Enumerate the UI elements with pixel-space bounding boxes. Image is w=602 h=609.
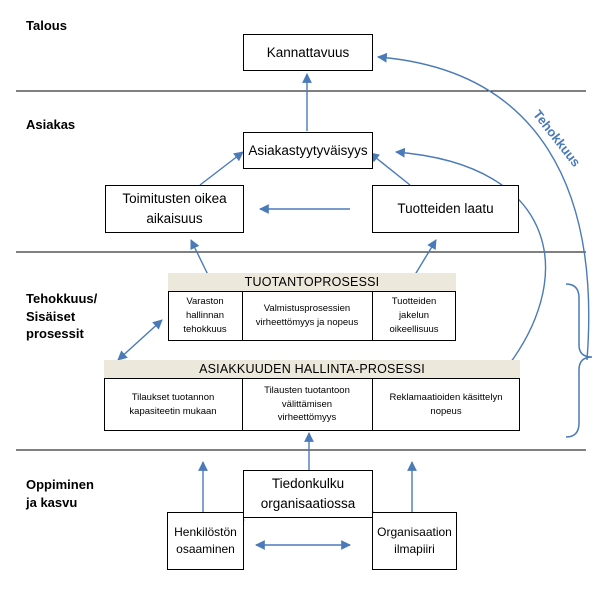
henkiloston-box: Henkilöstön osaaminen: [167, 512, 244, 570]
cell-line: Tuotteiden: [391, 296, 437, 308]
asiakkuus-divider: [242, 378, 243, 431]
arrow-toimitusten-asiakastyytyvaisyys: [199, 151, 244, 186]
cell-line: Tilausten tuotantoon: [264, 384, 350, 396]
tuotantoprosessi-frame: [168, 291, 456, 341]
perspective-asiakas: Asiakas: [26, 117, 76, 132]
organisaation-line: ilmapiiri: [394, 542, 435, 556]
cell-line: hallinnan: [185, 310, 225, 322]
reklamaatio-cell: Reklamaatioiden käsittelyn nopeus: [372, 378, 520, 431]
tuotanto-divider: [242, 291, 243, 341]
toimitusten-line: Toimitusten oikea: [122, 191, 227, 207]
organisaation-box: Organisaation ilmapiiri: [372, 512, 457, 570]
tilaukset-cell: Tilaukset tuotannon kapasiteetin mukaan: [104, 378, 242, 431]
jakelu-cell: Tuotteiden jakelun oikeellisuus: [372, 291, 456, 341]
curve-arrow-kannattavuus: [377, 52, 590, 361]
cell-line: välittämisen: [281, 398, 333, 410]
asiakkuuden-title: ASIAKKUUDEN HALLINTA-PROSESSI: [104, 360, 520, 378]
kannattavuus-box: Kannattavuus: [243, 34, 373, 71]
cell-line: Reklamaatioiden käsittelyn: [389, 391, 503, 403]
tilausten-cell: Tilausten tuotantoon välittämisen virhee…: [242, 378, 372, 431]
cell-line: jakelun: [398, 310, 430, 322]
asiakastyytyvaisyys-box: Asiakastyytyväisyys: [243, 132, 373, 169]
varaston-cell: Varaston hallinnan tehokkuus: [168, 291, 242, 341]
curve-arrow-asiakastyytyvaisyys: [395, 147, 547, 377]
cell-line: virheettömyys: [277, 412, 337, 424]
perspective-oppiminen-line: Oppiminen: [26, 477, 94, 492]
cell-line: virheettömyys ja nopeus: [255, 317, 359, 328]
arrow-laatu-asiakastyytyvaisyys: [369, 152, 411, 186]
cell-line: Tilaukset tuotannon: [131, 391, 215, 403]
arrow-prosessit-double: [117, 319, 163, 361]
toimitusten-line: aikaisuus: [146, 211, 203, 226]
tiedonkulku-line: Tiedonkulku: [271, 476, 345, 492]
cell-line: tehokkuus: [183, 323, 227, 335]
perspective-talous: Talous: [26, 18, 67, 33]
perspective-oppiminen-line: ja kasvu: [26, 494, 78, 510]
organisaation-line: Organisaation: [377, 524, 452, 539]
perspective-prosessit-line: prosessit: [26, 326, 84, 342]
cell-line: nopeus: [430, 405, 462, 417]
valmistus-cell: Valmistusprosessien virheettömyys ja nop…: [242, 291, 372, 341]
cell-line: oikeellisuus: [389, 323, 439, 335]
asiakkuus-divider: [372, 378, 373, 431]
prosessit-brace: [565, 283, 593, 438]
cell-line: Varaston: [186, 296, 224, 308]
tiedonkulku-box: Tiedonkulku organisaatiossa: [243, 470, 373, 518]
perspective-oppiminen: Oppiminen ja kasvu: [26, 476, 94, 511]
henkiloston-line: osaaminen: [176, 542, 235, 556]
asiakkuuden-frame: [104, 378, 520, 431]
tiedonkulku-line: organisaatiossa: [260, 496, 356, 511]
perspective-prosessit-line: Tehokkuus/: [26, 291, 98, 306]
perspective-prosessit-line: Sisäiset: [26, 308, 76, 324]
cell-line: kapasiteetin mukaan: [129, 405, 217, 417]
tuotanto-divider: [372, 291, 373, 341]
tuotantoprosessi-title: TUOTANTOPROSESSI: [168, 273, 456, 291]
tuotteiden-laatu-box: Tuotteiden laatu: [372, 185, 519, 233]
toimitusten-box: Toimitusten oikea aikaisuus: [105, 185, 244, 233]
cell-line: Valmistusprosessien: [263, 303, 351, 315]
perspective-prosessit: Tehokkuus/ Sisäiset prosessit: [26, 290, 97, 343]
henkiloston-line: Henkilöstön: [174, 524, 237, 539]
